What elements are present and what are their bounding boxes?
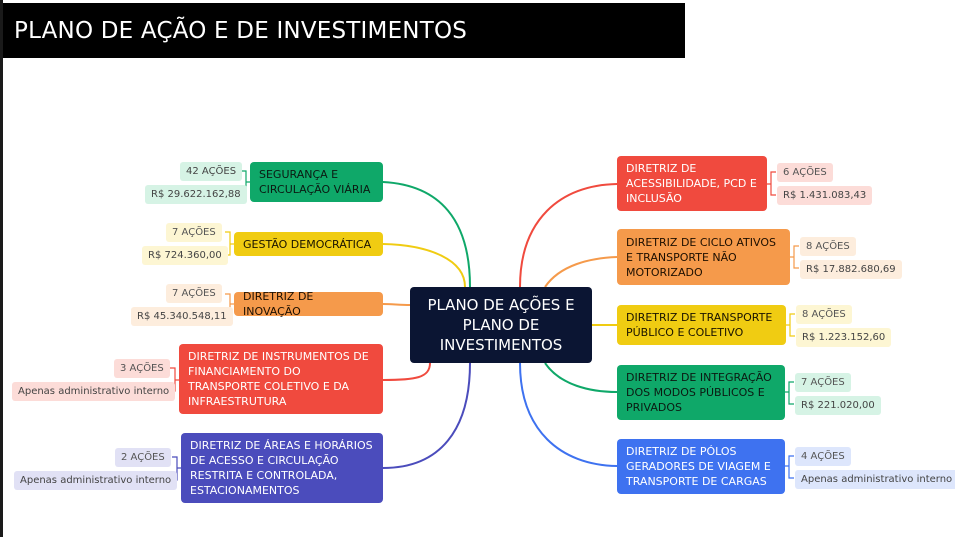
topic-inovacao: DIRETRIZ DE INOVAÇÃO	[234, 290, 383, 318]
amount-badge-seguranca: R$ 29.622.162,88	[145, 185, 247, 204]
bracket-right-3	[785, 381, 794, 405]
amount-badge-inovacao: R$ 45.340.548,11	[131, 307, 233, 326]
left-edge-rule	[0, 0, 3, 537]
topic-gestao-democratica: GESTÃO DEMOCRÁTICA	[234, 232, 383, 256]
link-right-3	[544, 362, 618, 393]
bracket-right-2	[786, 313, 795, 337]
link-left-2	[382, 303, 411, 306]
topic-integracao-modos: DIRETRIZ DE INTEGRAÇÃO DOS MODOS PÚBLICO…	[617, 365, 785, 420]
amount-badge-transporte-publico: R$ 1.223.152,60	[796, 328, 892, 347]
topic-acessibilidade: DIRETRIZ DE ACESSIBILIDADE, PCD E INCLUS…	[617, 156, 767, 211]
actions-badge-ciclo: 8 AÇÕES	[800, 237, 856, 256]
central-topic: PLANO DE AÇÕES E PLANO DE INVESTIMENTOS	[410, 287, 592, 363]
amount-badge-financiamento: Apenas administrativo interno	[12, 382, 176, 401]
bracket-right-1	[790, 245, 799, 269]
amount-badge-polos: Apenas administrativo interno	[795, 470, 955, 489]
amount-badge-ciclo: R$ 17.882.680,69	[800, 260, 902, 279]
amount-badge-gestao: R$ 724.360,00	[142, 246, 228, 265]
topic-polos-geradores: DIRETRIZ DE PÓLOS GERADORES DE VIAGEM E …	[617, 439, 785, 494]
actions-badge-inovacao: 7 AÇÕES	[166, 284, 222, 303]
amount-badge-areas: Apenas administrativo interno	[14, 471, 178, 490]
page-title: PLANO DE AÇÃO E DE INVESTIMENTOS	[14, 18, 468, 44]
actions-badge-transporte-publico: 8 AÇÕES	[796, 305, 852, 324]
bracket-right-4	[785, 455, 794, 479]
title-bar: PLANO DE AÇÃO E DE INVESTIMENTOS	[3, 3, 685, 58]
amount-badge-acessibilidade: R$ 1.431.083,43	[777, 186, 873, 205]
topic-seguranca: SEGURANÇA E CIRCULAÇÃO VIÁRIA	[250, 162, 383, 202]
actions-badge-areas: 2 AÇÕES	[115, 448, 171, 467]
actions-badge-seguranca: 42 AÇÕES	[180, 162, 243, 181]
topic-areas-horarios: DIRETRIZ DE ÁREAS E HORÁRIOS DE ACESSO E…	[181, 433, 383, 503]
link-left-0	[382, 181, 471, 288]
actions-badge-financiamento: 3 AÇÕES	[114, 359, 170, 378]
topic-transporte-publico: DIRETRIZ DE TRANSPORTE PÚBLICO E COLETIV…	[617, 305, 786, 345]
link-right-0	[519, 183, 618, 288]
topic-ciclo-ativos: DIRETRIZ DE CICLO ATIVOS E TRANSPORTE NÃ…	[617, 229, 790, 285]
actions-badge-integracao: 7 AÇÕES	[795, 373, 851, 392]
amount-badge-integracao: R$ 221.020,00	[795, 396, 881, 415]
topic-instrumentos-financiamento: DIRETRIZ DE INSTRUMENTOS DE FINANCIAMENT…	[179, 344, 383, 414]
actions-badge-polos: 4 AÇÕES	[795, 447, 851, 466]
link-left-3	[382, 362, 431, 381]
link-right-4	[519, 362, 618, 467]
actions-badge-gestao: 7 AÇÕES	[166, 223, 222, 242]
link-left-1	[382, 243, 466, 288]
bracket-right-0	[767, 171, 776, 196]
link-right-1	[544, 256, 618, 288]
link-left-4	[382, 362, 471, 469]
actions-badge-acessibilidade: 6 AÇÕES	[777, 163, 833, 182]
